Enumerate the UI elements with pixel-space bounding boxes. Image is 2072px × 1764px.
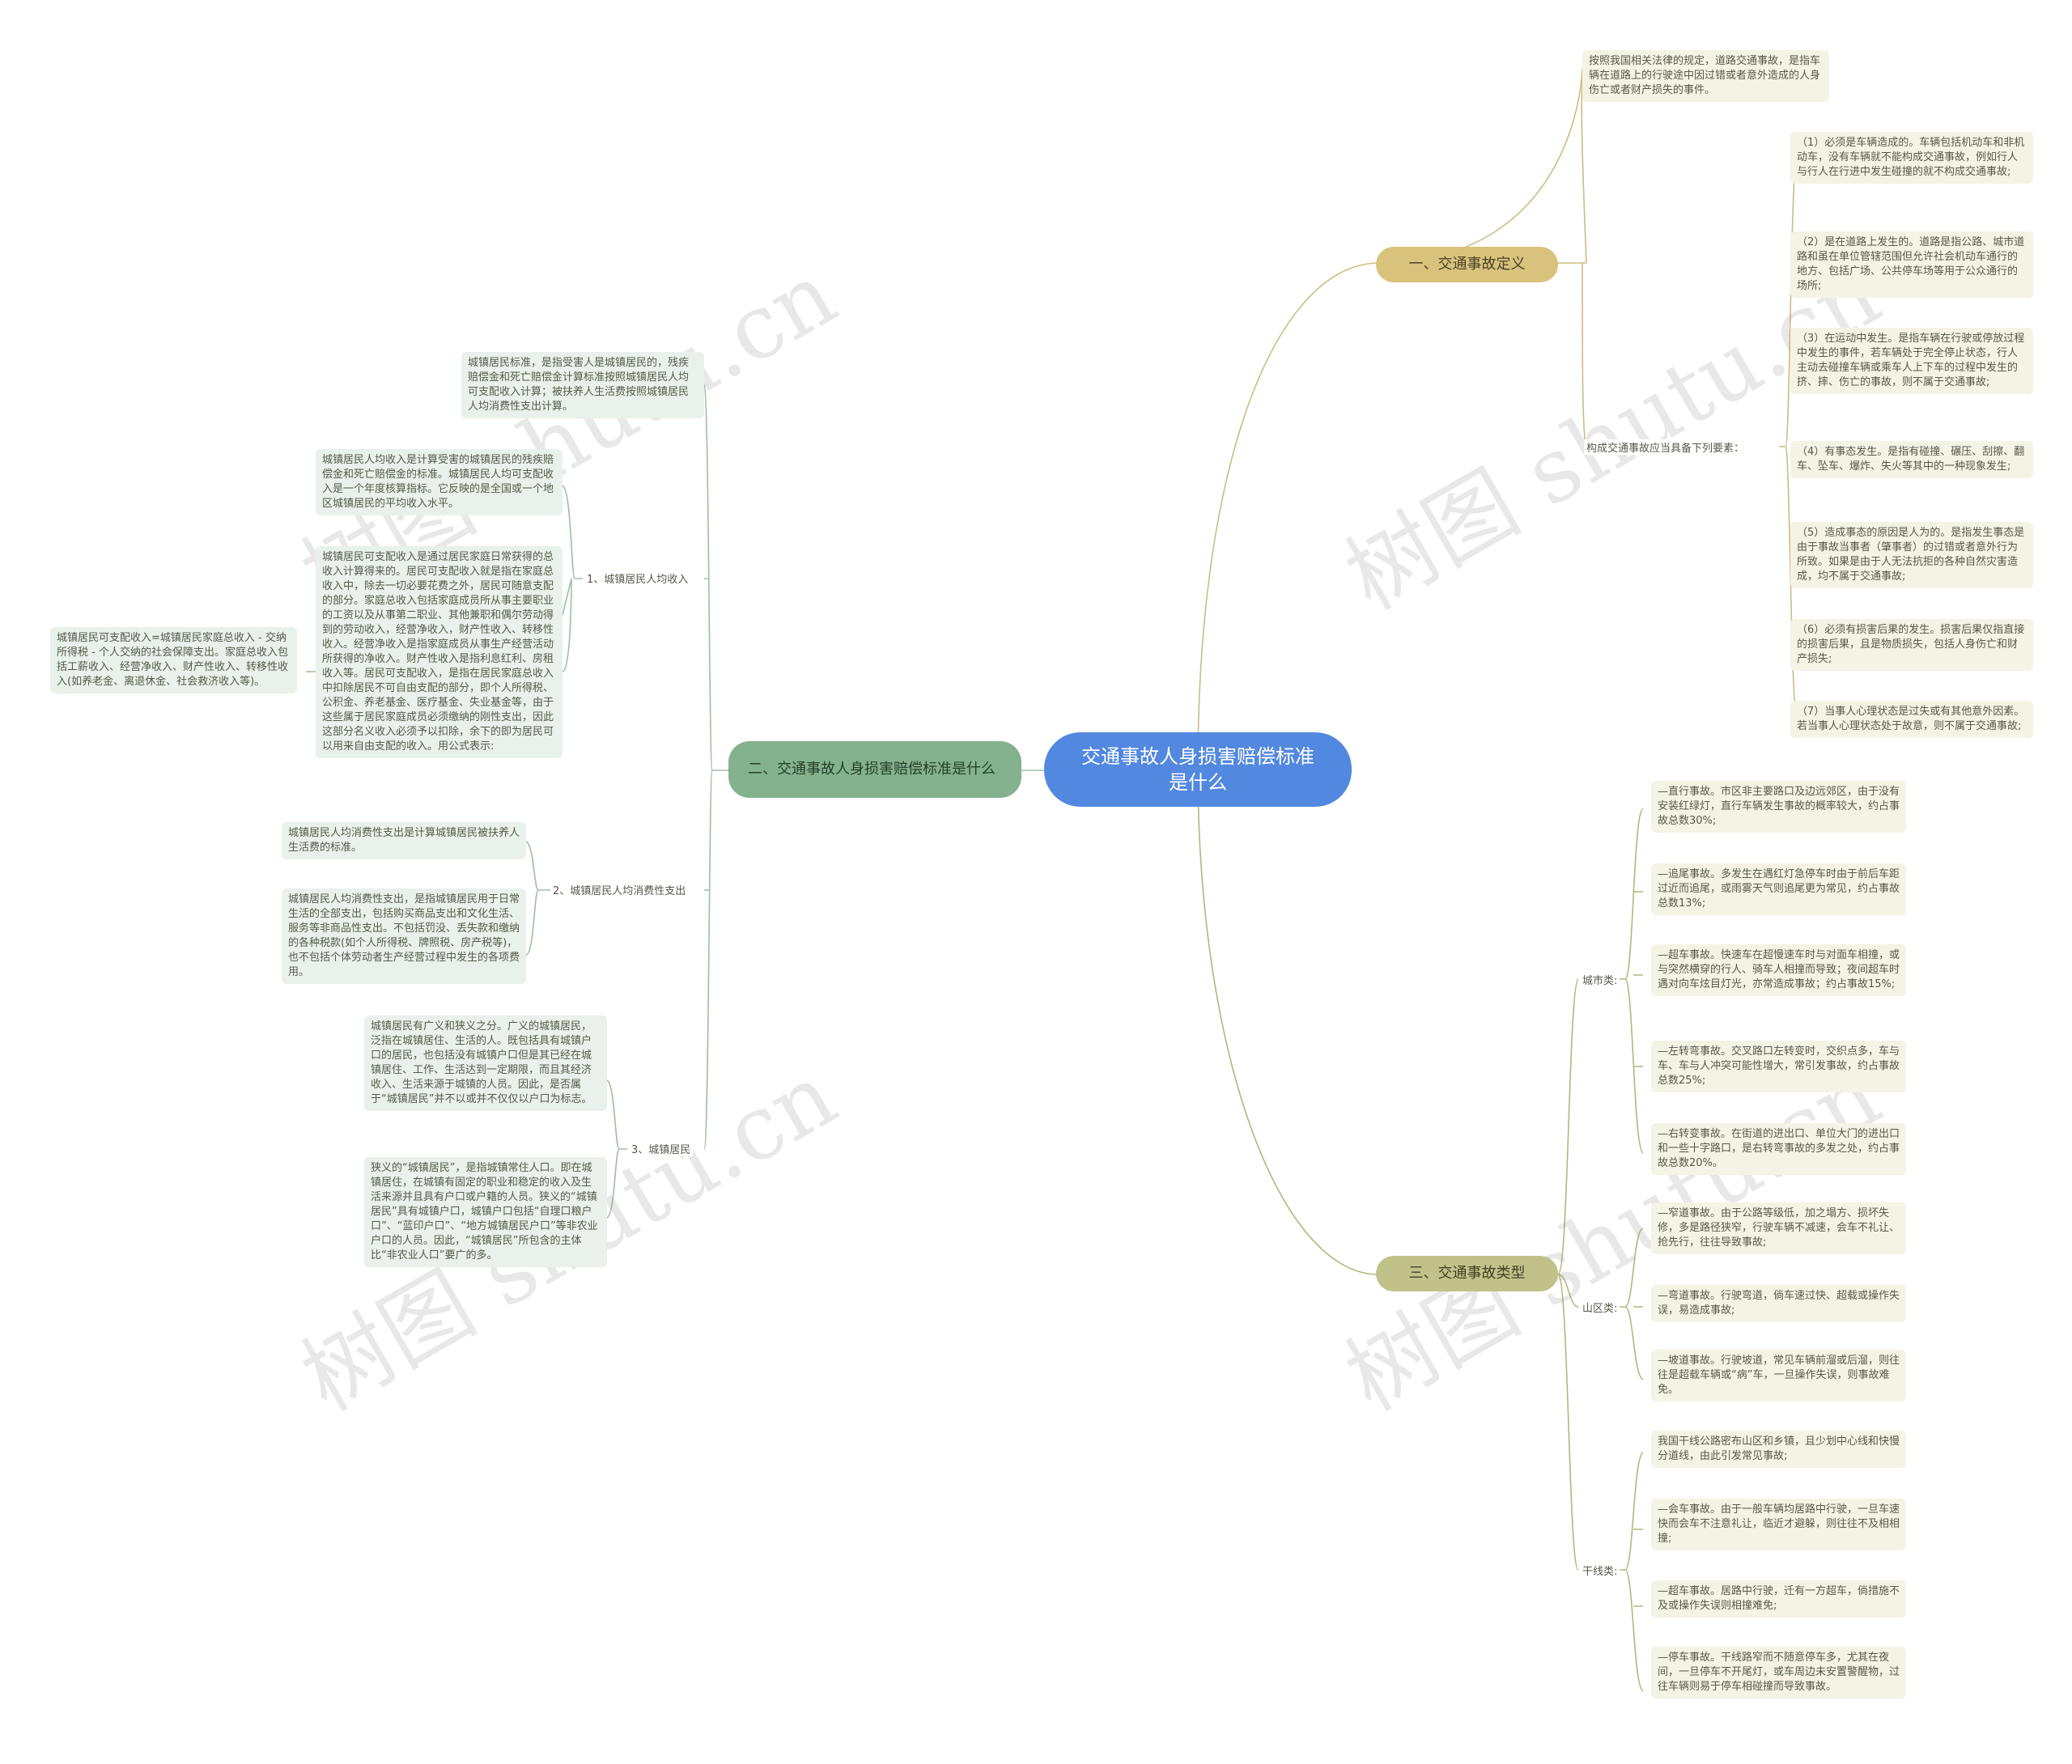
standards-sub1-label[interactable]: 1、城镇居民人均收入 (584, 570, 691, 586)
link-types-city (1619, 808, 1644, 1154)
types-trunk-item[interactable]: —超车事故。居路中行驶，迁有一方超车，倘措施不及或操作失误则相撞难免; (1651, 1580, 1906, 1618)
types-mountain-item[interactable]: —窄道事故。由于公路等级低，加之塌方、损坏失修，多是路径狭窄，行驶车辆不减速，会… (1651, 1202, 1906, 1254)
definition-element[interactable]: （5）造成事态的原因是人为的。是指发生事态是由于事故当事者（肇事者）的过错或者意… (1790, 522, 2033, 588)
branch-definition[interactable]: 一、交通事故定义 (1376, 247, 1558, 282)
types-city-item[interactable]: —右转变事故。在街道的进出口、单位大门的进出口和一些十字路口，是右转弯事故的多发… (1651, 1123, 1906, 1175)
definition-element[interactable]: （4）有事态发生。是指有碰撞、碾压、刮擦、翻车、坠车、爆炸、失火等其中的一种现象… (1790, 441, 2033, 478)
link-def-intro (1581, 62, 1587, 447)
definition-element[interactable]: （7）当事人心理状态是过失或有其他意外因素。若当事人心理状态处于故意，则不属于交… (1790, 701, 2033, 738)
link-root-definition (1197, 262, 1377, 770)
standards-sub1-item[interactable]: 城镇居民人均收入是计算受害的城镇居民的残疾赔偿金和死亡赔偿金的标准。城镇居民人均… (316, 449, 563, 515)
types-city-item[interactable]: —直行事故。市区非主要路口及边远郊区，由于没有安装红绿灯，直行车辆发生事故的概率… (1651, 781, 1906, 833)
link-root-types (1197, 768, 1377, 1275)
standards-formula[interactable]: 城镇居民可支配收入=城镇居民家庭总收入 - 交纳所得税 - 个人交纳的社会保障支… (50, 627, 297, 693)
standards-sub2-item[interactable]: 城镇居民人均消费性支出是计算城镇居民被扶养人生活费的标准。 (282, 822, 526, 859)
link-std-sub3 (606, 1079, 627, 1219)
standards-sub2-item[interactable]: 城镇居民人均消费性支出，是指城镇居民用于日常生活的全部支出，包括购买商品支出和文… (282, 888, 526, 984)
types-trunk-item[interactable]: —会车事故。由于一般车辆均居路中行驶，一旦车速快而会车不注意礼让，临近才避躲，则… (1651, 1499, 1906, 1550)
definition-elements-label[interactable]: 构成交通事故应当具备下列要素： (1584, 439, 1747, 455)
types-trunk-item[interactable]: 我国干线公路密布山区和乡镇，且少划中心线和快慢分道线，由此引发常见事故; (1651, 1431, 1906, 1468)
types-city-item[interactable]: —追尾事故。多发生在遇红灯急停车时由于前后车距过近而追尾，或雨雾天气则追尾更为常… (1651, 863, 1906, 915)
definition-element[interactable]: （2）是在道路上发生的。道路是指公路、城市道路和虽在单位管辖范围但允许社会机动车… (1790, 231, 2033, 298)
branch-standards[interactable]: 二、交通事故人身损害赔偿标准是什么 (728, 741, 1021, 798)
standards-sub3-item[interactable]: 城镇居民有广义和狭义之分。广义的城镇居民，泛指在城镇居住、生活的人。既包括具有城… (364, 1016, 607, 1111)
standards-top-note[interactable]: 城镇居民标准，是指受害人是城镇居民的，残疾赔偿金和死亡赔偿金计算标准按照城镇居民… (461, 352, 704, 418)
types-city-item[interactable]: —超车事故。快速车在超慢速车时与对面车相撞，或与突然横穿的行人、骑车人相撞而导致… (1651, 944, 1906, 996)
link-std-sub2 (525, 841, 550, 956)
link-types-mountain (1619, 1228, 1644, 1380)
standards-sub3-label[interactable]: 3、城镇居民 (629, 1141, 694, 1156)
standards-sub2-label[interactable]: 2、城镇居民人均消费性支出 (550, 882, 689, 897)
definition-element[interactable]: （1）必须是车辆造成的。车辆包括机动车和非机动车，没有车辆就不能构成交通事故，例… (1790, 132, 2033, 184)
definition-element[interactable]: （3）在运动中发生。是指车辆在行驶或停放过程中发生的事件，若车辆处于完全停止状态… (1790, 328, 2033, 394)
types-city-item[interactable]: —左转弯事故。交叉路口左转变时，交织点多，车与车、车与人冲突可能性增大，常引发事… (1651, 1041, 1906, 1092)
types-group-trunk-label[interactable]: 干线类: (1580, 1563, 1620, 1578)
types-group-city-label[interactable]: 城市类: (1580, 972, 1620, 987)
types-mountain-item[interactable]: —弯道事故。行驶弯道，倘车速过快、超载或操作失误，易造成事故; (1651, 1285, 1906, 1322)
types-group-mountain-label[interactable]: 山区类: (1580, 1300, 1620, 1315)
definition-intro[interactable]: 按照我国相关法律的规定，道路交通事故，是指车辆在道路上的行驶途中因过错或者意外造… (1582, 50, 1829, 102)
types-trunk-item[interactable]: —停车事故。干线路窄而不随意停车多，尤其在夜间，一旦停车不开尾灯，或车周边未安置… (1651, 1647, 1906, 1698)
link-std-sub1 (562, 485, 583, 672)
types-mountain-item[interactable]: —坡道事故。行驶坡道，常见车辆前溜或后溜，则往往是超载车辆或“病”车，一旦操作失… (1651, 1350, 1906, 1401)
standards-sub3-item[interactable]: 狭义的“城镇居民”，是指城镇常住人口。即在城镇居住，在城镇有固定的职业和稳定的收… (364, 1157, 607, 1267)
branch-types[interactable]: 三、交通事故类型 (1376, 1256, 1558, 1291)
link-def-spine (1375, 68, 1586, 264)
root-topic[interactable]: 交通事故人身损害赔偿标准是什么 (1044, 732, 1352, 807)
link-types-trunk (1619, 1452, 1644, 1692)
standards-sub1-item[interactable]: 城镇居民可支配收入是通过居民家庭日常获得的总收入计算得来的。居民可支配收入就是指… (316, 546, 563, 758)
definition-element[interactable]: （6）必须有损害后果的发生。损害后果仅指直接的损害后果，且是物质损失，包括人身伤… (1790, 619, 2033, 671)
link-std-spine (703, 384, 728, 1150)
